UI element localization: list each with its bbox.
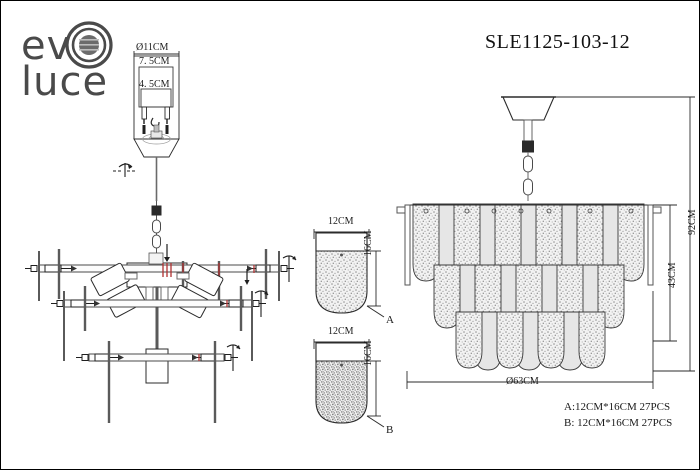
rotation-symbol-top <box>113 163 137 177</box>
panel-a-width-label: 12CM <box>328 216 354 227</box>
panel-b-width-label: 12CM <box>328 326 354 337</box>
elevation-total-height-label: 92CM <box>687 209 698 235</box>
canopy-diameter-label: Ø11CM <box>136 42 169 53</box>
panel-b-drawing <box>313 339 385 428</box>
elevation-diameter-label: Ø63CM <box>506 376 539 387</box>
canopy-outer-height-label: 7. 5CM <box>139 56 170 67</box>
frame-assembly-drawing <box>25 201 297 423</box>
note-panel-a: A:12CM*16CM 27PCS <box>564 401 671 413</box>
canopy-detail-drawing <box>113 51 180 201</box>
panel-a-callout: A <box>386 314 394 326</box>
panel-b-callout: B <box>386 424 394 436</box>
note-panel-b: B: 12CM*16CM 27PCS <box>564 417 673 429</box>
rotation-symbol-tier1 <box>282 255 297 282</box>
panel-a-height-label: 16CM <box>363 230 374 256</box>
brand-circle-icon <box>65 21 113 69</box>
rotation-symbol-tier3 <box>226 344 241 371</box>
panel-a-drawing <box>313 229 385 318</box>
rotation-symbol-tier2 <box>254 290 269 317</box>
panel-b-height-label: 16CM <box>363 340 374 366</box>
elevation-shade-height-label: 43CM <box>667 262 678 288</box>
brand-logo-line1: ev <box>21 23 72 69</box>
canopy-inner-height-label: 4. 5CM <box>139 79 170 90</box>
product-code: SLE1125-103-12 <box>485 31 631 53</box>
chandelier-elevation-drawing <box>396 96 695 389</box>
